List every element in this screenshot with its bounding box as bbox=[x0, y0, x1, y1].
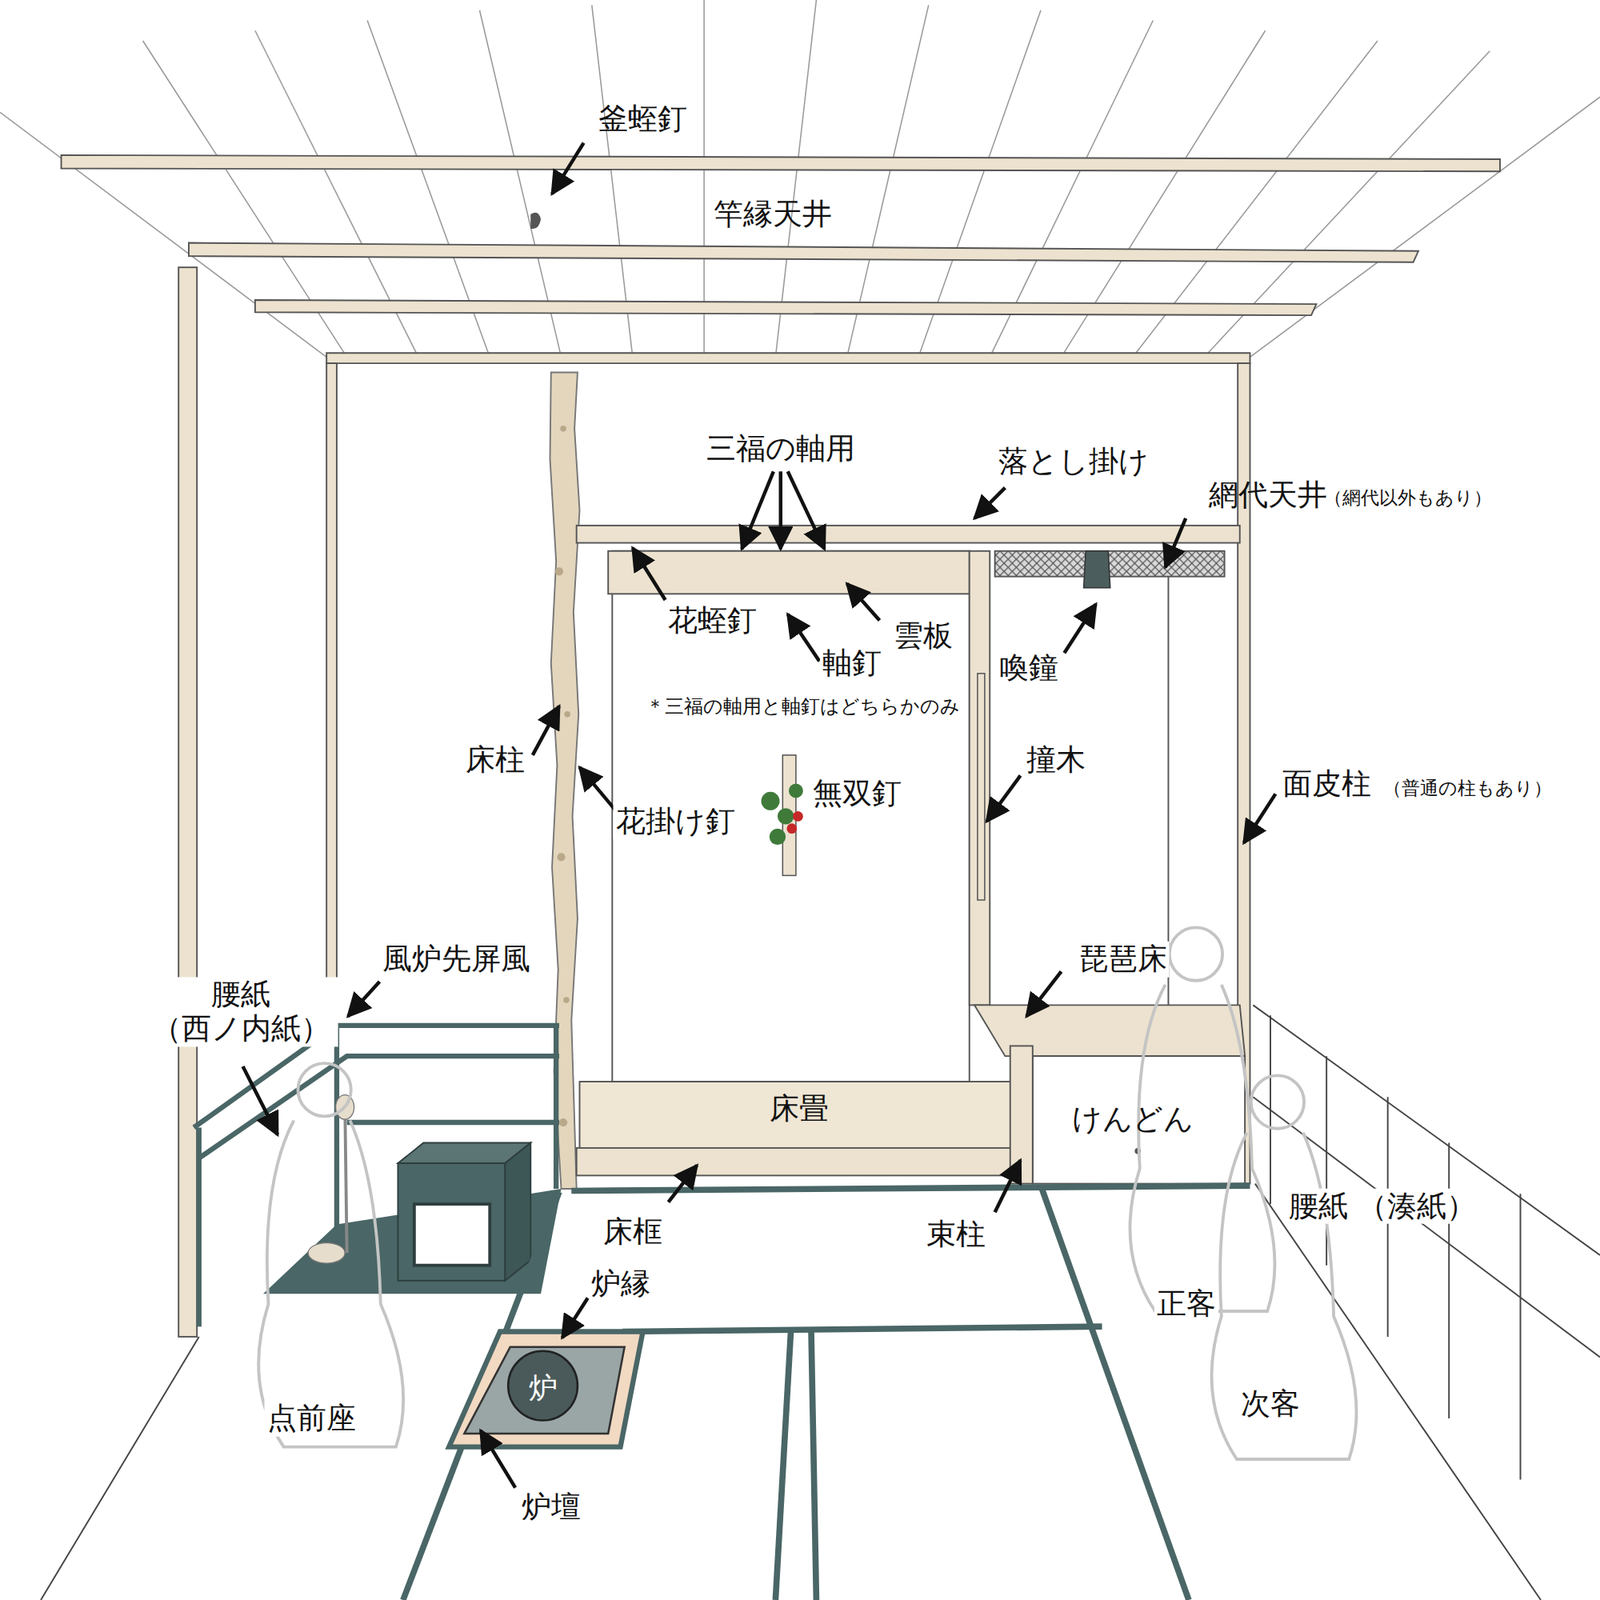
part-label: 釜蛭釘 bbox=[596, 101, 690, 138]
part-label: 束柱 bbox=[924, 1216, 988, 1253]
part-label: 網代天井 bbox=[1206, 476, 1330, 513]
part-label: （網代以外もあり） bbox=[1321, 486, 1495, 509]
part-label: 落とし掛け bbox=[996, 443, 1152, 480]
part-label: 点前座 bbox=[264, 1400, 359, 1437]
part-label: 撞木 bbox=[1024, 742, 1088, 779]
part-label: 炉 bbox=[526, 1370, 560, 1405]
part-label: 次客 bbox=[1238, 1386, 1303, 1423]
part-label: 無双釘 bbox=[810, 776, 904, 812]
part-label: 面皮柱 bbox=[1280, 765, 1374, 802]
part-label: 花掛け釘 bbox=[613, 804, 738, 840]
part-label: 正客 bbox=[1154, 1286, 1219, 1323]
part-label: 花蛭釘 bbox=[665, 602, 760, 639]
part-label: 喚鐘 bbox=[996, 650, 1061, 687]
part-label: 三福の軸用 bbox=[704, 431, 858, 468]
part-label: ＊三福の軸用と軸釘はどちらかのみ bbox=[643, 695, 963, 720]
part-label: （普通の柱もあり） bbox=[1380, 776, 1555, 799]
part-label: 腰紙 （湊紙） bbox=[1285, 1188, 1480, 1224]
part-label: 腰紙 （西ノ内紙） bbox=[144, 977, 339, 1048]
part-label: 床柱 bbox=[463, 742, 528, 779]
part-label: けんどん bbox=[1069, 1101, 1196, 1138]
part-label: 雲板 bbox=[891, 617, 956, 654]
part-label: 竿縁天井 bbox=[711, 196, 835, 233]
part-label: 床畳 bbox=[767, 1091, 832, 1128]
part-label: 風炉先屏風 bbox=[380, 941, 533, 978]
part-label: 琵琶床 bbox=[1076, 941, 1170, 978]
part-label: 炉縁 bbox=[588, 1265, 653, 1302]
part-label: 床框 bbox=[600, 1213, 665, 1250]
part-label: 軸釘 bbox=[820, 645, 884, 682]
part-label: 炉壇 bbox=[519, 1489, 584, 1526]
